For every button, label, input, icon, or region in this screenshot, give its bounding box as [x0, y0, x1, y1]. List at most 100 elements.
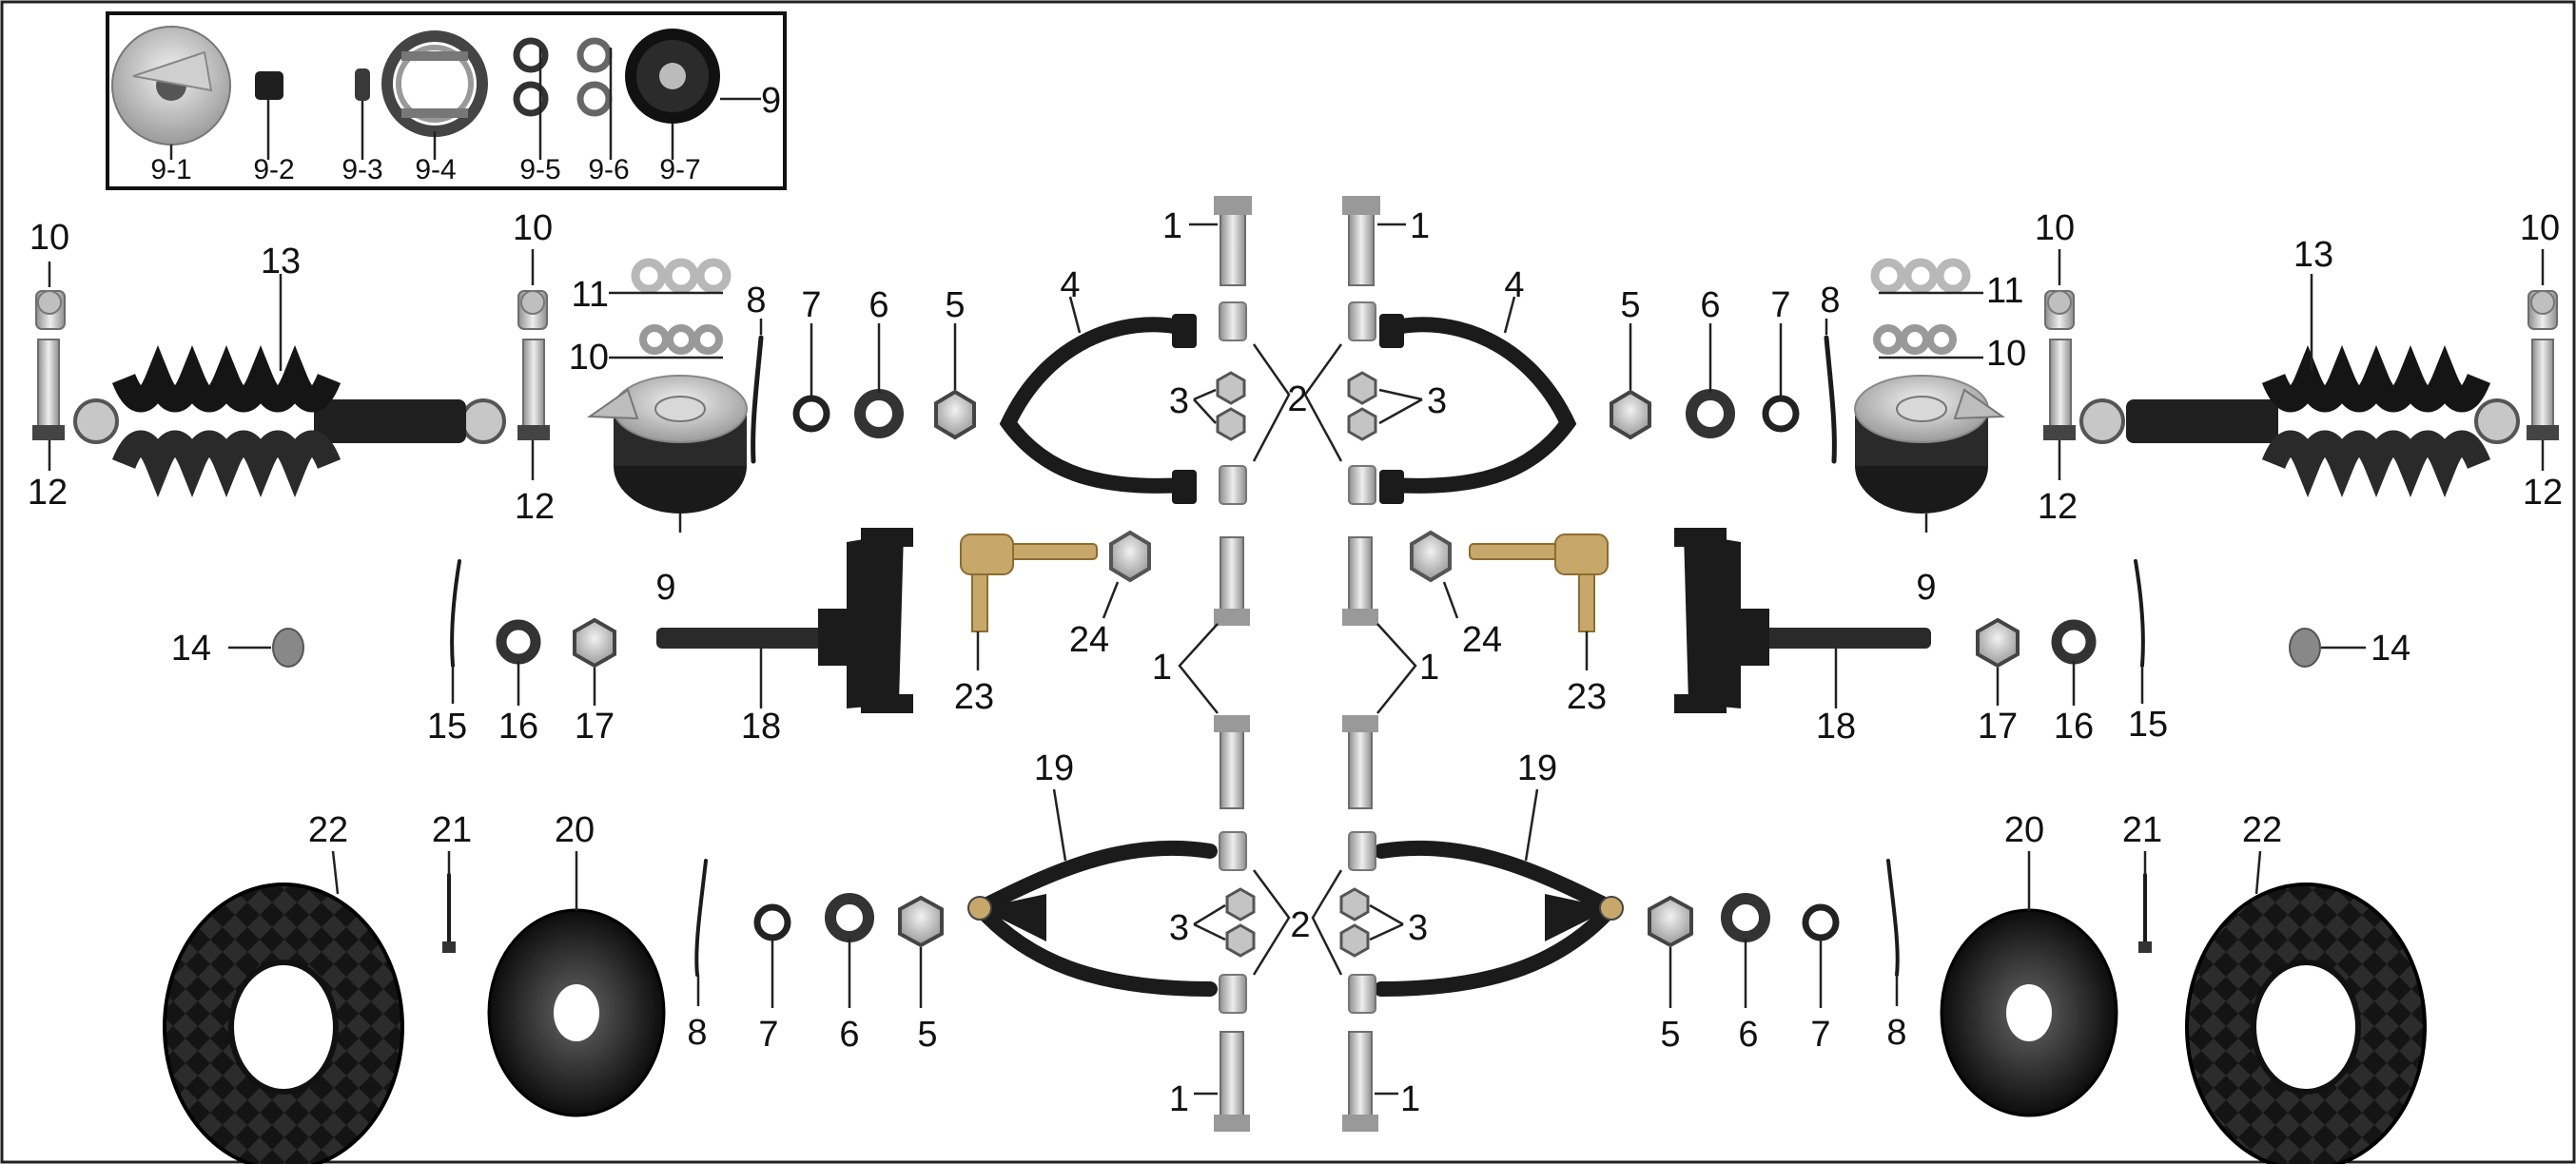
middle-center-bolts	[1178, 536, 1417, 809]
callout-20-left: 20	[555, 810, 595, 850]
callout-12-left-a: 12	[28, 473, 68, 513]
callout-24-left: 24	[1069, 620, 1109, 660]
callout-17-right: 17	[1978, 707, 2018, 747]
callout-9-left: 9	[655, 568, 675, 608]
brake-block-icon	[255, 71, 283, 100]
callout-24-right: 24	[1462, 620, 1502, 660]
washer-16-icon	[496, 619, 541, 665]
callout-2-upper: 2	[1287, 379, 1307, 419]
cap-14-icon	[272, 628, 304, 668]
lower-a-arm-right	[1374, 788, 1625, 997]
middle-row-left	[228, 528, 1151, 713]
callout-1-lower-left: 1	[1169, 1079, 1189, 1119]
washer-7-icon	[792, 395, 830, 433]
callout-6-upper-right: 6	[1700, 285, 1720, 325]
callout-12-right-a: 12	[2038, 487, 2078, 527]
washer-pair-icon	[513, 37, 549, 117]
callout-13-left: 13	[261, 242, 301, 281]
callout-7-lower-right: 7	[1810, 1015, 1830, 1055]
callout-15-left: 15	[427, 707, 467, 747]
callout-5-upper-left: 5	[945, 285, 965, 325]
upper-bolts-bushings	[1189, 196, 1423, 505]
callout-22-left: 22	[308, 810, 348, 850]
kit-label-9: 9	[761, 81, 781, 121]
kit-label-9-5: 9-5	[519, 154, 560, 185]
callout-10-right-b: 10	[2520, 208, 2560, 248]
upper-a-arm-left	[999, 296, 1197, 504]
callout-3-upper-right: 3	[1427, 381, 1447, 421]
callout-18-right: 18	[1816, 707, 1856, 747]
callout-23-right: 23	[1567, 677, 1607, 717]
rim-icon	[487, 908, 666, 1117]
callout-6-upper-left: 6	[868, 285, 888, 325]
callout-19-right: 19	[1517, 748, 1557, 788]
nut-24-icon	[1109, 530, 1151, 583]
callout-4-right: 4	[1504, 265, 1524, 305]
bottom-row-left	[163, 850, 944, 1164]
shock-absorber-icon	[73, 345, 506, 497]
bottom-row-right	[1648, 850, 2427, 1164]
callout-12-right-b: 12	[2523, 473, 2563, 513]
callout-1-upper-left: 1	[1162, 206, 1182, 246]
callout-21-right: 21	[2122, 810, 2162, 850]
callout-14-left: 14	[171, 629, 211, 669]
right-hub-group	[1854, 258, 2006, 533]
right-small-parts-upper	[1610, 319, 1837, 464]
callout-1-mid-left: 1	[1152, 648, 1172, 688]
callout-16-right: 16	[2054, 707, 2094, 747]
callout-7-lower-left: 7	[758, 1015, 778, 1055]
callout-18-left: 18	[741, 707, 781, 747]
nut-5-icon	[934, 389, 976, 440]
callout-8-lower-right: 8	[1886, 1013, 1906, 1053]
callout-5-lower-left: 5	[917, 1015, 937, 1055]
callout-10-left-a: 10	[29, 218, 69, 258]
callout-3-lower-left: 3	[1169, 908, 1189, 948]
callout-21-left: 21	[432, 810, 472, 850]
lower-a-arm-left	[966, 788, 1218, 997]
brake-drum-icon	[625, 29, 720, 124]
callout-1-mid-right: 1	[1419, 648, 1439, 688]
callout-10-right-a: 10	[2035, 208, 2075, 248]
callout-10-right-c: 10	[1986, 334, 2026, 374]
callout-10-left-b: 10	[513, 208, 553, 248]
callout-17-left: 17	[575, 707, 615, 747]
callout-22-right: 22	[2242, 810, 2282, 850]
lower-center-parts	[1193, 831, 1404, 1132]
callout-19-left: 19	[1034, 748, 1074, 788]
nut-17-icon	[573, 617, 616, 669]
o-ring-pair-icon	[576, 37, 613, 117]
callout-4-left: 4	[1060, 265, 1080, 305]
kit-label-9-3: 9-3	[342, 154, 382, 185]
callout-9-right: 9	[1916, 568, 1936, 608]
callout-7-upper-left: 7	[801, 285, 821, 325]
right-shock-absorber	[2043, 249, 2559, 497]
kit-label-9-4: 9-4	[415, 154, 456, 185]
brake-backplate-icon	[111, 26, 231, 146]
bolt-icon	[355, 68, 370, 101]
tire-icon	[163, 883, 404, 1164]
callout-5-lower-right: 5	[1660, 1015, 1680, 1055]
cotter-pin-8-icon	[751, 335, 764, 464]
callout-14-right: 14	[2371, 629, 2410, 669]
left-hub-group	[586, 258, 976, 533]
callout-3-lower-right: 3	[1408, 908, 1428, 948]
hub-icon	[586, 375, 748, 514]
callout-6-lower-left: 6	[839, 1015, 859, 1055]
callout-11-left: 11	[572, 275, 609, 315]
left-shock-absorber	[32, 249, 550, 497]
callout-23-left: 23	[954, 677, 994, 717]
callout-6-lower-right: 6	[1738, 1015, 1758, 1055]
upper-a-arm-right	[1379, 296, 1577, 504]
washer-stack-11-icon	[631, 258, 732, 294]
middle-row-right	[1410, 528, 2366, 713]
callout-5-upper-right: 5	[1620, 285, 1640, 325]
a-arm-icon	[999, 317, 1192, 494]
tie-rod-end-icon	[960, 534, 1098, 632]
callout-8-upper-right: 8	[1820, 281, 1840, 320]
callout-16-left: 16	[498, 707, 538, 747]
callout-8-lower-left: 8	[687, 1013, 707, 1053]
kit-label-9-7: 9-7	[659, 154, 700, 185]
bushing-2-icon	[1219, 301, 1247, 341]
